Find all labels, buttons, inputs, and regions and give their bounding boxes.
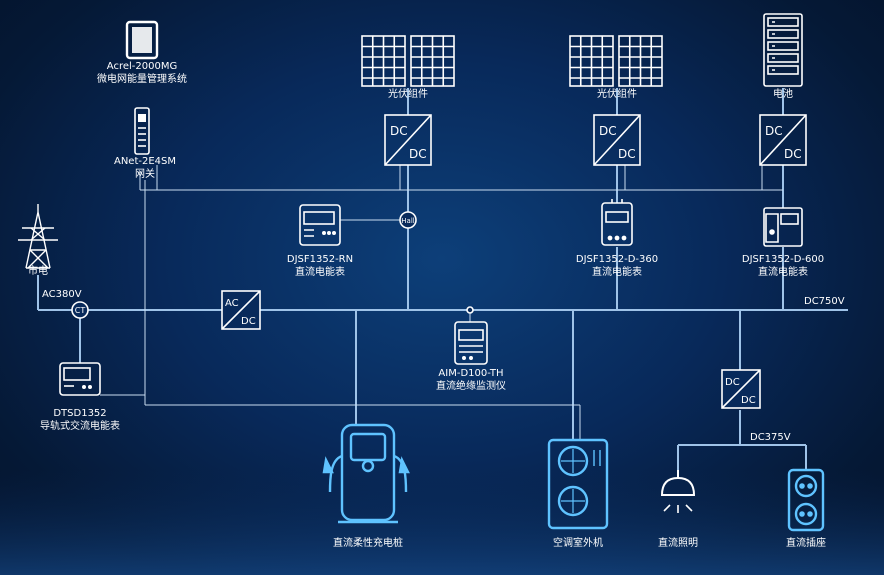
power-tower-icon [18,204,58,269]
dcdc-converter-pv1 [384,114,432,166]
meter-360-icon [601,199,633,246]
dtsd-meter-icon [59,362,101,396]
battery-rack-icon [763,13,803,87]
meter-360-name-label: 直流电能表 [592,267,642,278]
battery-label: 电池 [773,89,793,100]
ac-outdoor-label: 空调室外机 [553,538,603,549]
dc-label: DC [409,147,427,161]
dcdc-converter-battery [759,114,807,166]
ct-icon [71,301,89,319]
dcdc-converter-pv2 [593,114,641,166]
acdc-converter [221,290,261,330]
meter-360-model-label: DJSF1352-D-360 [575,254,659,265]
meter-600-icon [763,207,803,247]
meter-rn-icon [299,204,341,246]
hall-sensor-icon [399,211,417,229]
lighting-label: 直流照明 [658,538,698,549]
dc750-label: DC750V [804,296,845,307]
meter-600-name-label: 直流电能表 [758,267,808,278]
meter-rn-name-label: 直流电能表 [295,267,345,278]
dc-label: DC [390,124,408,138]
meter-600-model-label: DJSF1352-D-600 [741,254,825,265]
main-wires [37,88,848,470]
aim-model-label: AIM-D100-TH [438,368,504,379]
charging-pile-icon [322,423,410,524]
dc-label: DC [741,395,756,406]
hall-label: Hall [401,217,414,225]
dc-label: DC [618,147,636,161]
ac380-label: AC380V [42,289,82,300]
floor-glow [0,470,884,575]
socket-label: 直流插座 [786,538,826,549]
ac-label: AC [225,298,239,309]
dc-label: DC [725,377,740,388]
gateway-model-label: ANet-2E4SM [113,156,177,167]
dcdc-converter-375 [721,369,761,409]
pv1-label: 光伏组件 [388,89,428,100]
meter-rn-model-label: DJSF1352-RN [286,254,354,265]
dc-label: DC [241,316,256,327]
dc-label: DC [599,124,617,138]
gateway-name-label: 网关 [135,169,155,180]
pv-panel-icon-2 [569,35,663,87]
dc-label: DC [784,147,802,161]
aim-name-label: 直流绝缘监测仪 [436,381,506,392]
dc375-label: DC375V [750,432,791,443]
pv-panel-icon-1 [361,35,455,87]
comm-lines [100,165,783,440]
insulation-monitor-icon [454,306,488,365]
ems-name-label: 微电网能量管理系统 [97,74,187,85]
gateway-device-icon [134,107,150,155]
dtsd-model-label: DTSD1352 [53,408,107,419]
pv2-label: 光伏组件 [597,89,637,100]
converter-labels: DC DC DC DC DC DC AC DC DC DC Hall CT [75,124,802,406]
grid-label: 市电 [28,266,48,277]
charger-label: 直流柔性充电桩 [333,538,403,549]
ct-label: CT [75,306,86,315]
ems-model-label: Acrel-2000MG [106,61,178,72]
lamp-icon [660,470,696,513]
ac-outdoor-unit-icon [547,438,609,530]
tablet-icon [125,20,159,60]
dtsd-name-label: 导轨式交流电能表 [40,421,120,432]
dc-label: DC [765,124,783,138]
socket-icon [787,468,825,532]
